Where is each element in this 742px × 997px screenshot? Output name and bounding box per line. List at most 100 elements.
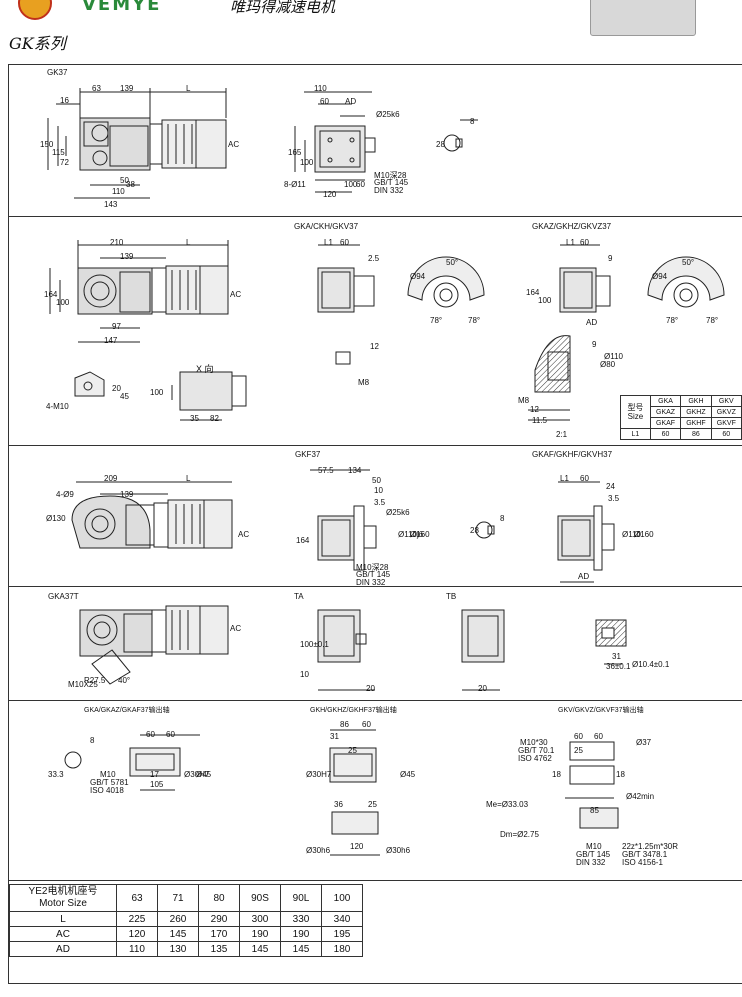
table-cell: GKHZ: [680, 406, 712, 418]
section-title-gkaz37: GKAZ/GKHZ/GKVZ37: [532, 222, 612, 231]
dimension-label-gka37-dims_right-16: 2:1: [556, 430, 568, 439]
dimension-label-gka37-dims_x-5: 82: [210, 414, 219, 423]
gkf37-front-view: [310, 469, 495, 571]
size-cell: 80: [198, 884, 240, 912]
dimension-label-gkf37-dims-14: Ø25k6: [386, 508, 410, 517]
dimension-label-gk37-dims-5: 115: [52, 148, 65, 157]
table-cell: 195: [321, 926, 363, 942]
dimension-label-shafts-dims_c-10: Ø42min: [626, 792, 655, 801]
dimension-label-gka37-dims_left-7: AC: [230, 290, 242, 299]
dimension-label-gka37-dims_x-2: 45: [120, 392, 129, 401]
table-cell: 145: [280, 941, 322, 957]
dimension-label-shafts-dims_a-7: 17: [150, 770, 159, 779]
dimension-label-gkf37-dims-1: 139: [120, 490, 134, 499]
table-cell: 300: [239, 911, 281, 927]
view-x-label: X 向: [196, 364, 214, 374]
gkf37-side-view: [71, 481, 233, 549]
dimension-label-gka37-dims_x-4: 35: [190, 414, 199, 423]
dimension-label-gka37t-dims-0: M10X25: [68, 680, 98, 689]
dimension-label-shafts-dims_b-9: Ø30h6: [306, 846, 331, 855]
dimension-label-gka37t-dims-4: 100±0.1: [300, 640, 329, 649]
dimension-label-gkf37-dims-24: Ø110: [622, 530, 641, 539]
dimension-label-gka37-dims_right-15: M8: [518, 396, 530, 405]
dimension-label-shafts-dims_b-4: Ø30H7: [306, 770, 332, 779]
gkaf37-front-view: [557, 481, 615, 583]
dimension-label-gka37-dims_right-3: Ø94: [652, 272, 668, 281]
dimension-label-gk37-dims-24: DIN 332: [374, 186, 404, 195]
gka37-front-view: [317, 244, 485, 365]
table-cell: 190: [280, 926, 322, 942]
table-cell: GKAF: [649, 417, 682, 429]
dimension-label-gka37-dims_right-0: L1: [566, 238, 575, 247]
dimension-label-gka37-dims_mid-1: 60: [340, 238, 349, 247]
dimension-label-shafts-dims_c-15: DIN 332: [576, 858, 606, 867]
gka37-x-view: [74, 371, 247, 421]
dimension-label-gkf37-dims-20: L1: [560, 474, 569, 483]
dimension-label-gkf37-dims-10: 3.5: [374, 498, 386, 507]
dimension-label-shafts-dims_c-13: M10: [586, 842, 602, 851]
dimension-label-gkf37-dims-13: Ø160: [410, 530, 430, 539]
table-cell: 145: [157, 926, 199, 942]
dimension-label-gka37-dims_left-5: 97: [112, 322, 121, 331]
dimension-label-gk37-dims-2: L: [186, 84, 191, 93]
dimension-label-gkf37-dims-6: 57.5: [318, 466, 334, 475]
dimension-label-shafts-dims_b-5: Ø45: [400, 770, 416, 779]
dimension-label-gk37-dims-8: 38: [126, 180, 135, 189]
dimension-label-gk37-dims-13: AD: [345, 97, 357, 106]
product-thumbnail: [590, 0, 696, 36]
section-divider: [8, 880, 742, 881]
dimension-label-shafts-dims_b-2: 31: [330, 732, 339, 741]
dimension-label-shafts-dims_a-6: ISO 4018: [90, 786, 124, 795]
brand-chinese-name: 唯玛得减速电机: [230, 0, 336, 16]
table-cell: 170: [198, 926, 240, 942]
dimension-label-gka37-dims_x-0: 4-M10: [46, 402, 69, 411]
dimension-label-gka37-dims_right-10: Ø110: [604, 352, 623, 361]
table-cell: 260: [157, 911, 199, 927]
dimension-label-gk37-dims-20: Ø25k6: [376, 110, 400, 119]
section-title-gkaf37: GKAF/GKHF/GKVH37: [532, 450, 613, 459]
header-label-en: Motor Size: [39, 898, 87, 909]
dimension-label-gka37-dims_mid-2: 2.5: [368, 254, 380, 263]
dimension-label-gka37-dims_left-2: L: [186, 238, 191, 247]
dimension-label-gkf37-dims-17: DIN 332: [356, 578, 386, 587]
dimension-label-gk37-dims-11: 110: [314, 84, 327, 93]
page-header: VEMYE 唯玛得减速电机 GK系列: [0, 0, 742, 64]
dimension-label-gkf37-dims-12: Ø110j6: [398, 530, 424, 539]
dimension-label-shafts-dims_a-2: 60: [166, 730, 175, 739]
dimension-label-shafts-dims_a-5: GB/T 5781: [90, 778, 129, 787]
table-row: AC 120 145 170 190 190 195: [9, 926, 363, 942]
table-row: YE2电机机座号 Motor Size 63 71 80 90S 90L 100: [9, 884, 363, 912]
dimension-label-shafts-dims_c-2: M10*30: [520, 738, 548, 747]
dimension-label-gka37-dims_mid-8: M8: [358, 378, 370, 387]
dimension-label-gk37-dims-22: M10深28: [374, 171, 407, 180]
drawing-frame: [8, 64, 742, 984]
gka37-side-view: [49, 240, 229, 343]
table-row: L 225 260 290 300 330 340: [9, 911, 363, 927]
motor-size-table: YE2电机机座号 Motor Size 63 71 80 90S 90L 100…: [9, 884, 363, 957]
table-cell: 120: [116, 926, 158, 942]
dimension-label-gka37-dims_left-3: 164: [44, 290, 58, 299]
dimension-label-shafts-dims_c-5: 25: [574, 746, 583, 755]
shaft-title-a: GKA/GKAZ/GKAF37输出轴: [84, 707, 170, 714]
dimension-label-gk37-dims-17: 120: [323, 190, 337, 199]
dimension-label-gka37-dims_mid-3: Ø94: [410, 272, 426, 281]
table-row: AD 110 130 135 145 145 180: [9, 941, 363, 957]
dimension-label-gk37-dims-14: 165: [288, 148, 302, 157]
dimension-label-gka37-dims_mid-0: L1: [324, 238, 333, 247]
dimension-label-gkf37-dims-25: Ø160: [634, 530, 654, 539]
dimension-label-shafts-dims_c-11: Me=Ø33.03: [486, 800, 529, 809]
section-title-gka37t: GKA37T: [48, 592, 79, 601]
dimension-label-gka37-dims_mid-7: 12: [370, 342, 379, 351]
dimension-label-shafts-dims_c-8: 85: [590, 806, 599, 815]
dimension-label-gk37-dims-0: 63: [92, 84, 101, 93]
dimension-label-gka37t-dims-2: 40°: [118, 676, 131, 685]
dimension-label-gka37t-dims-3: AC: [230, 624, 242, 633]
dimension-label-gka37-dims_right-11: Ø80: [600, 360, 616, 369]
dimension-label-gka37t-dims-10: Ø10.4±0.1: [632, 660, 670, 669]
dimension-label-gk37-dims-25: 8: [470, 117, 475, 126]
section-divider: [8, 586, 742, 587]
dimension-label-gka37-dims_mid-6: 78°: [468, 316, 481, 325]
dimension-label-shafts-dims_b-1: 60: [362, 720, 371, 729]
dimension-label-gkf37-dims-22: 24: [606, 482, 615, 491]
dimension-label-shafts-dims_c-7: 18: [616, 770, 625, 779]
